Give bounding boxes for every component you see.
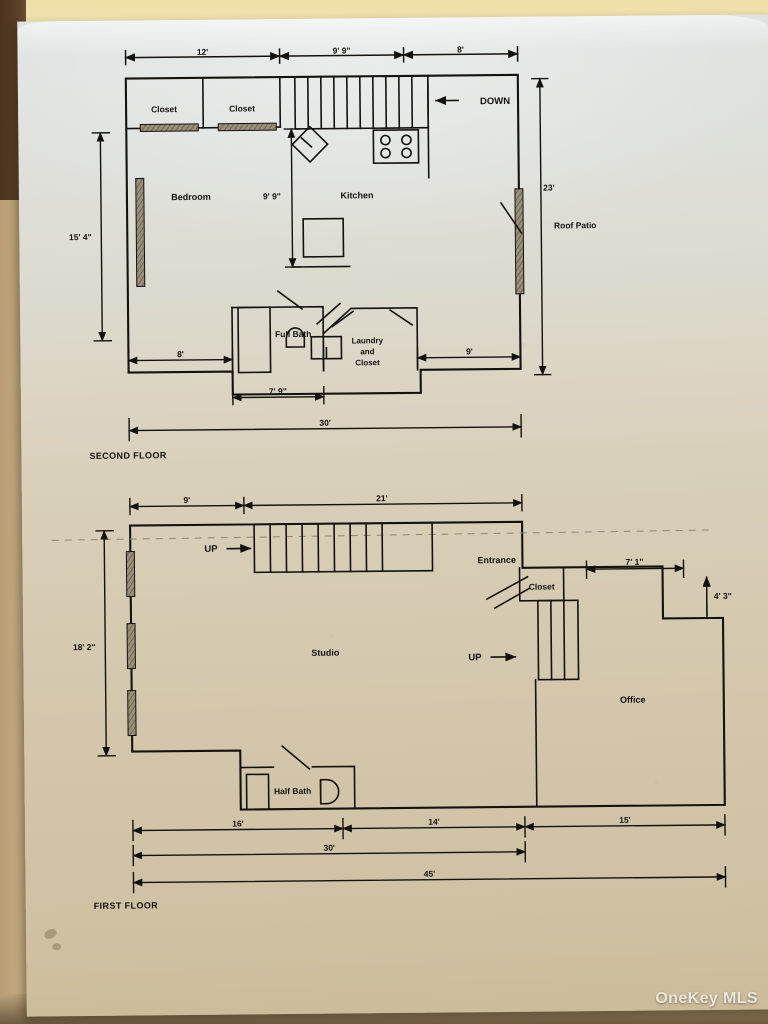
scanned-floor-plan-page: 12' 9' 9" 8' 15' 4" 9' 9" 23' 8' 7' 9" 9… bbox=[17, 14, 768, 1017]
dim-label-second-bottom-right: 9' bbox=[466, 346, 473, 356]
stove-fixture bbox=[372, 128, 420, 165]
kitchen-cabinet bbox=[302, 217, 345, 258]
stair-direction-down: DOWN bbox=[480, 96, 510, 107]
dim-label-second-interior: 9' 9" bbox=[263, 191, 281, 201]
first-floor-outline bbox=[129, 520, 726, 811]
dim-first-overall-30 bbox=[132, 841, 527, 867]
dim-label-bath-width: 7' 9" bbox=[269, 386, 287, 396]
bath-inner-door bbox=[316, 302, 342, 325]
room-label-closet-first: Closet bbox=[529, 581, 555, 591]
stair-run-down bbox=[293, 74, 430, 130]
laundry-door-a bbox=[331, 310, 355, 328]
dim-second-right bbox=[531, 77, 552, 376]
second-floor-outline bbox=[124, 73, 522, 396]
kitchen-floor-edge bbox=[291, 265, 351, 268]
dim-label-second-top-right: 8' bbox=[457, 44, 464, 54]
dim-label-second-bottom-left: 8' bbox=[177, 349, 184, 359]
room-label-studio: Studio bbox=[311, 648, 340, 658]
dim-closet-offset bbox=[585, 559, 685, 579]
room-label-full-bath: Full Bath bbox=[275, 329, 311, 339]
stair-run-up-studio bbox=[253, 521, 434, 574]
entrance-door bbox=[485, 575, 530, 610]
laundry-closet-walls bbox=[322, 307, 419, 371]
room-label-office: Office bbox=[620, 695, 646, 705]
dim-label-first-top-mid: 21' bbox=[376, 493, 388, 503]
dim-label-first-overall-30: 30' bbox=[323, 843, 335, 853]
window-studio-1 bbox=[125, 551, 136, 598]
room-label-half-bath: Half Bath bbox=[274, 786, 311, 796]
patio-door-swing bbox=[499, 201, 523, 234]
window-studio-3 bbox=[127, 690, 137, 737]
room-label-closet-2: Closet bbox=[229, 103, 255, 113]
room-label-closet-1: Closet bbox=[151, 104, 177, 114]
closet-door-right bbox=[217, 122, 277, 132]
dim-second-left bbox=[91, 131, 113, 342]
closet-door-left bbox=[139, 123, 199, 132]
dim-label-first-left: 18' 2" bbox=[73, 642, 96, 652]
window-patio-right bbox=[514, 188, 525, 295]
half-bath-toilet bbox=[319, 778, 340, 805]
dim-first-bottom-chain bbox=[132, 814, 726, 842]
floor-title-first: FIRST FLOOR bbox=[94, 900, 159, 911]
dim-second-top bbox=[124, 46, 519, 66]
dim-bath-width bbox=[231, 386, 325, 406]
dim-label-first-bottom-mid: 14' bbox=[428, 817, 440, 827]
dim-label-first-bottom-left: 16' bbox=[232, 818, 244, 828]
entrance-label: Entrance bbox=[477, 555, 516, 565]
window-bedroom-left bbox=[135, 177, 146, 288]
dim-label-second-right: 23' bbox=[543, 182, 555, 192]
stair-direction-up-studio: UP bbox=[204, 544, 218, 555]
floor-title-second: SECOND FLOOR bbox=[89, 450, 166, 461]
office-left-wall bbox=[534, 678, 538, 808]
room-label-kitchen: Kitchen bbox=[340, 190, 373, 200]
bath-tub bbox=[237, 306, 272, 374]
dim-first-overall-45 bbox=[132, 866, 727, 894]
room-label-bedroom: Bedroom bbox=[171, 192, 211, 202]
stair-run-up-office bbox=[537, 599, 580, 681]
room-label-laundry-line2: and bbox=[360, 347, 374, 356]
mls-watermark: OneKey MLS bbox=[655, 990, 758, 1007]
bath-door bbox=[276, 290, 304, 311]
diamond-fixture bbox=[291, 125, 329, 164]
dim-label-closet-offset: 7' 1" bbox=[625, 557, 643, 567]
dim-label-second-top-mid: 9' 9" bbox=[333, 45, 351, 55]
dim-label-second-overall: 30' bbox=[319, 418, 331, 428]
dim-label-right-step: 4' 3" bbox=[714, 591, 732, 601]
room-label-roof-patio: Roof Patio bbox=[554, 220, 597, 230]
stair-side-wall bbox=[426, 74, 430, 179]
floor-plan-drawing: 12' 9' 9" 8' 15' 4" 9' 9" 23' 8' 7' 9" 9… bbox=[51, 44, 732, 911]
half-bath-walls bbox=[239, 765, 356, 810]
dim-label-second-left: 15' 4" bbox=[69, 232, 92, 242]
dim-label-first-bottom-right: 15' bbox=[619, 815, 631, 825]
stair-direction-up-office: UP bbox=[468, 652, 482, 663]
dim-first-top bbox=[128, 494, 523, 516]
half-bath-tub bbox=[245, 773, 270, 811]
window-studio-2 bbox=[126, 623, 136, 670]
laundry-door-b bbox=[388, 308, 414, 326]
dim-first-left bbox=[95, 529, 116, 757]
dim-second-bottom-row bbox=[127, 346, 522, 372]
half-bath-door bbox=[281, 744, 311, 770]
room-label-laundry-line1: Laundry bbox=[351, 336, 383, 345]
toilet-fixture bbox=[285, 327, 306, 348]
dim-label-second-top-left: 12' bbox=[197, 47, 209, 57]
dim-second-overall bbox=[128, 414, 523, 442]
dim-label-first-top-left: 9' bbox=[183, 495, 190, 505]
dim-label-first-overall-45: 45' bbox=[424, 869, 436, 879]
room-label-laundry-line3: Closet bbox=[355, 358, 380, 367]
